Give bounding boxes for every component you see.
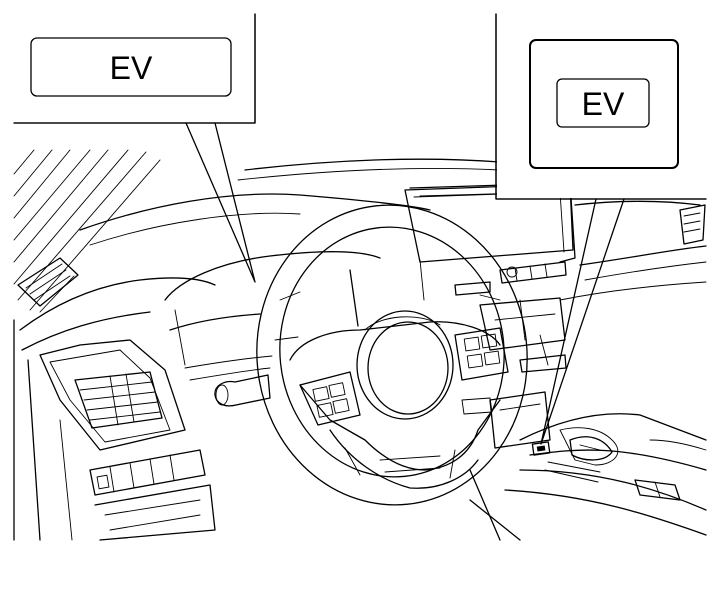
left-ev-label-box [30,37,232,97]
right-ev-label: EV [582,86,625,122]
ev-mode-switch [531,441,551,456]
steering-wheel [256,204,528,506]
dashboard-line-art [13,149,707,541]
windshield-hatching [13,149,161,313]
left-ev-label: EV [110,50,153,86]
right-callout: EV [495,13,707,445]
right-ev-label-box [556,78,650,128]
right-switch-closeup [529,39,679,169]
left-callout: EV [13,13,256,283]
